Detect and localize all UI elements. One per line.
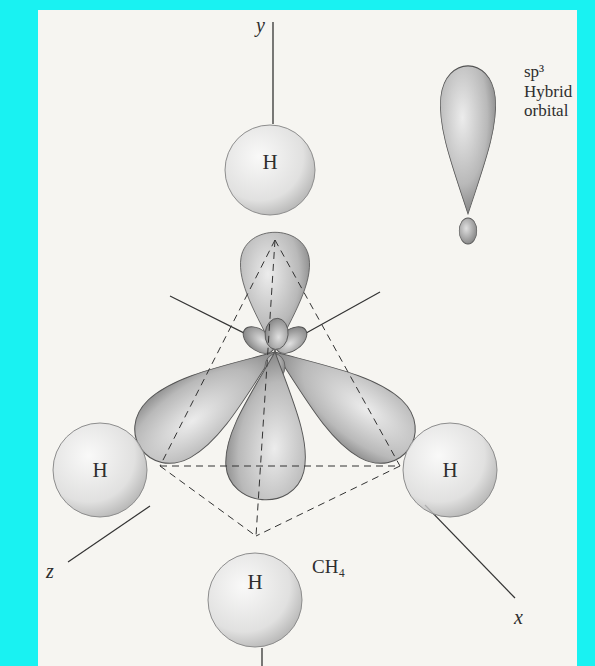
paper-ground (38, 10, 577, 666)
hydrogen-sphere: H (207, 552, 303, 648)
hydrogen-sphere: H (224, 124, 316, 216)
atom-symbol: H (92, 460, 107, 481)
hydrogen-sphere: H (402, 422, 498, 518)
tetrahedron-outline (160, 240, 400, 536)
axis-label: z (46, 560, 54, 583)
orbital-caption: sp³ Hybrid orbital (524, 62, 588, 121)
molecule-formula: CH₄ (312, 556, 345, 578)
sp3-hybrid-orbital (440, 66, 495, 244)
y-axis (272, 22, 273, 124)
atom-symbol: H (442, 460, 457, 481)
sphere-shape (208, 553, 302, 647)
sphere-shape (403, 423, 497, 517)
sphere-shape (225, 125, 315, 215)
x-axis (425, 505, 515, 598)
sp3-lobe (223, 315, 318, 503)
sphere-shape (53, 423, 147, 517)
sphere-outline (207, 552, 303, 648)
axis-label: x (514, 606, 523, 629)
y-axis (261, 648, 262, 666)
atom-symbol: H (247, 572, 262, 593)
axis-label: y (256, 14, 265, 37)
hydrogen-sphere: H (52, 422, 148, 518)
atom-symbol: H (262, 152, 277, 173)
